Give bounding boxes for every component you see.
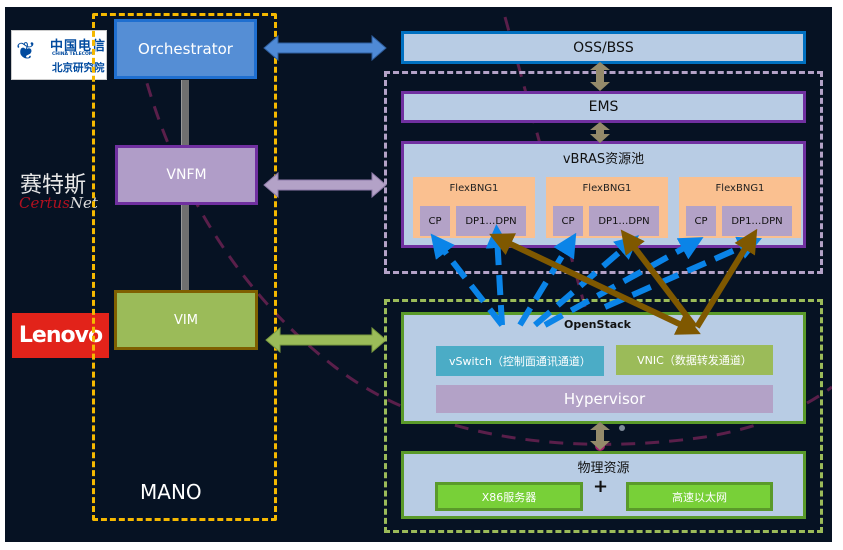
data-arrow bbox=[620, 229, 698, 329]
cp-label: CP bbox=[694, 215, 708, 227]
vswitch-box[interactable]: vSwitch（控制面通讯通道） bbox=[436, 346, 604, 376]
oss-ems-arrow bbox=[590, 62, 610, 91]
physical-resources-title: 物理资源 bbox=[577, 461, 630, 476]
physical-resources-box[interactable]: 物理资源 X86服务器 + 高速以太网 bbox=[401, 451, 806, 519]
china-telecom-logo-icon: ❦ bbox=[16, 37, 37, 65]
control-arrow bbox=[430, 233, 505, 327]
control-arrow bbox=[533, 235, 640, 328]
certusnet-logo-en: CertusNet bbox=[19, 194, 98, 212]
hypervisor-box[interactable]: Hypervisor bbox=[436, 385, 773, 413]
layer-arrows bbox=[590, 62, 610, 450]
flexbng-name: FlexBNG1 bbox=[449, 183, 499, 194]
cp-box[interactable]: CP bbox=[553, 206, 583, 236]
orchestrator-box[interactable]: Orchestrator bbox=[114, 19, 257, 79]
x86-server-box[interactable]: X86服务器 bbox=[435, 482, 583, 511]
mano-container bbox=[92, 13, 277, 521]
flexbng-name: FlexBNG1 bbox=[582, 183, 632, 194]
china-telecom-english: CHINA TELECOM bbox=[52, 52, 94, 57]
flexbng-name: FlexBNG1 bbox=[715, 183, 765, 194]
dp-label: DP1…DPN bbox=[731, 215, 783, 227]
dp-label: DP1…DPN bbox=[465, 215, 517, 227]
vim-label: VIM bbox=[174, 312, 198, 328]
flexbng-instance[interactable]: FlexBNG1 CP DP1…DPN bbox=[679, 177, 801, 238]
vnic-label: VNIC（数据转发通道） bbox=[637, 354, 752, 367]
vswitch-label: vSwitch（控制面通讯通道） bbox=[449, 355, 591, 368]
cp-label: CP bbox=[561, 215, 575, 227]
cp-box[interactable]: CP bbox=[420, 206, 450, 236]
ems-label: EMS bbox=[588, 99, 619, 115]
orchestrator-oss-arrow bbox=[263, 34, 387, 62]
cp-box[interactable]: CP bbox=[686, 206, 716, 236]
vim-box[interactable]: VIM bbox=[114, 290, 258, 350]
vbras-pool-title: vBRAS资源池 bbox=[562, 152, 645, 167]
ethernet-box[interactable]: 高速以太网 bbox=[626, 482, 773, 511]
nfv-architecture-diagram: ❦ 中国电信 CHINA TELECOM 北京研究院 赛特斯 CertusNet… bbox=[5, 7, 832, 542]
dp-label: DP1…DPN bbox=[598, 215, 650, 227]
data-arrow bbox=[694, 228, 758, 329]
certusnet-logo-cn: 赛特斯 bbox=[20, 173, 87, 198]
vnfm-box[interactable]: VNFM bbox=[115, 145, 258, 205]
ems-vbras-arrow bbox=[590, 122, 610, 143]
china-telecom-institute: 北京研究院 bbox=[52, 62, 105, 74]
ems-box[interactable]: EMS bbox=[401, 91, 806, 123]
china-telecom-name: 中国电信 bbox=[50, 39, 107, 54]
data-arrow bbox=[489, 233, 701, 335]
orchestrator-label: Orchestrator bbox=[138, 40, 233, 58]
oss-bss-label: OSS/BSS bbox=[573, 39, 634, 56]
oss-bss-box[interactable]: OSS/BSS bbox=[401, 31, 806, 64]
openstack-physical-arrow bbox=[590, 422, 610, 450]
dp-box[interactable]: DP1…DPN bbox=[722, 206, 792, 236]
traffic-arrows bbox=[430, 224, 762, 335]
vnic-box[interactable]: VNIC（数据转发通道） bbox=[616, 345, 773, 375]
vnfm-label: VNFM bbox=[166, 167, 207, 183]
plus-sign: + bbox=[593, 476, 609, 497]
cp-label: CP bbox=[428, 215, 442, 227]
x86-server-label: X86服务器 bbox=[481, 490, 537, 504]
ethernet-label: 高速以太网 bbox=[672, 490, 727, 504]
mano-label: MANO bbox=[140, 480, 202, 504]
hypervisor-label: Hypervisor bbox=[563, 390, 646, 408]
china-telecom-logo: ❦ 中国电信 CHINA TELECOM 北京研究院 bbox=[11, 30, 107, 80]
control-arrow bbox=[485, 224, 510, 326]
